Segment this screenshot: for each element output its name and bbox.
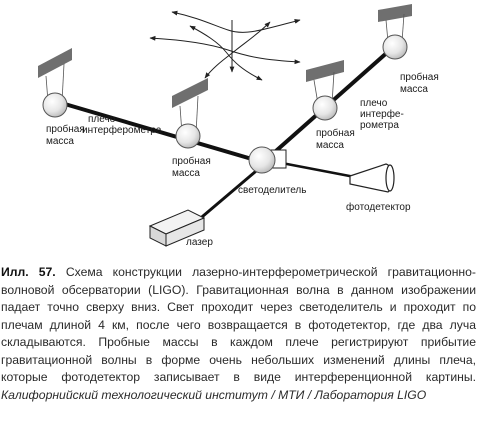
ligo-diagram: пробная масса плечо интерферометра пробн…	[38, 4, 442, 248]
beam-splitter	[248, 146, 287, 174]
photodetector-icon	[349, 163, 395, 193]
caption-text: Схема конструкции лазерно-интерферометри…	[1, 265, 476, 384]
label-photodetector: фотодетектор	[346, 201, 411, 213]
laser-icon	[148, 209, 206, 247]
label-laser: лазер	[186, 237, 213, 248]
label-arm-right: плечо интерфе- рометра	[360, 98, 407, 131]
gravitational-wave-icon	[149, 10, 301, 81]
label-test-mass-left: пробная масса	[46, 123, 88, 147]
label-beam-splitter: светоделитель	[238, 185, 306, 196]
label-test-mass-mid-right: пробная масса	[316, 127, 358, 151]
label-test-mass-far-right: пробная масса	[400, 71, 442, 95]
label-arm-left: плечо интерферометра	[82, 114, 162, 136]
test-mass-mid-left	[172, 78, 208, 149]
laser-beam	[195, 164, 263, 224]
test-mass-mid-right	[306, 60, 344, 121]
caption-label: Илл. 57.	[1, 265, 56, 279]
label-test-mass-mid-left: пробная масса	[172, 155, 214, 179]
test-mass-left	[38, 48, 72, 118]
figure-caption: Илл. 57. Схема конструкции лазерно-интер…	[1, 264, 476, 404]
test-mass-far-right	[378, 4, 412, 60]
arm-left-beam	[57, 100, 263, 164]
caption-credit: Калифорнийский технологический институт …	[1, 387, 427, 402]
